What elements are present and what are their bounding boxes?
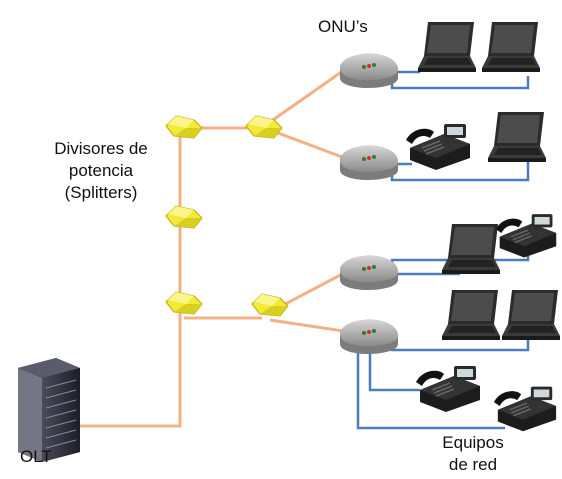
laptop-icon <box>488 112 546 162</box>
splitter-icon <box>165 291 203 315</box>
desk-phone-icon <box>405 123 471 170</box>
onu-label: ONU’s <box>318 17 368 36</box>
laptop-icon <box>482 22 540 72</box>
eth-onu4-phone1 <box>368 346 420 392</box>
olt-label: OLT <box>20 447 52 466</box>
splitter-icon <box>165 205 203 229</box>
splitters-label: Divisores de potencia (Splitters) <box>40 138 162 204</box>
network-equipment-label-line-1: Equipos <box>442 433 504 452</box>
desk-phone-icon <box>495 213 557 258</box>
onu-modem-icon <box>340 145 398 180</box>
network-equipment-label-line-2: de red <box>448 455 498 474</box>
splitters <box>165 115 289 317</box>
onu-modem-icon <box>340 53 398 88</box>
fiber-links <box>80 64 351 428</box>
eth-onu2-devices <box>390 162 530 182</box>
onus <box>340 53 398 354</box>
onu-modem-icon <box>340 319 398 354</box>
laptop-icon <box>418 22 476 72</box>
fiber-splitter-to-onu-1 <box>269 64 351 124</box>
splitter-icon <box>245 115 283 139</box>
splitters-label-line-1: Divisores de <box>54 139 148 158</box>
fiber-splitter-to-onu-4 <box>269 318 351 334</box>
eth-onu4-phone2 <box>356 346 505 430</box>
fiber-olt-to-trunk <box>80 130 182 428</box>
laptop-icon <box>502 290 560 340</box>
onu-modem-icon <box>340 255 398 290</box>
network-equipment-label: Equipos de red <box>430 432 516 476</box>
desk-phone-icon <box>493 385 557 432</box>
splitters-label-line-2: potencia <box>68 161 134 180</box>
desk-phone-icon <box>415 365 481 412</box>
olt-rack-icon <box>18 358 80 462</box>
laptop-icon <box>442 224 500 274</box>
fiber-splitter-to-onu-2 <box>269 128 351 162</box>
end-devices <box>405 22 560 432</box>
eth-onu1-devices <box>390 72 530 90</box>
splitter-icon <box>165 115 203 139</box>
splitters-label-line-3: (Splitters) <box>64 183 138 202</box>
laptop-icon <box>442 290 500 340</box>
splitter-icon <box>251 293 289 317</box>
